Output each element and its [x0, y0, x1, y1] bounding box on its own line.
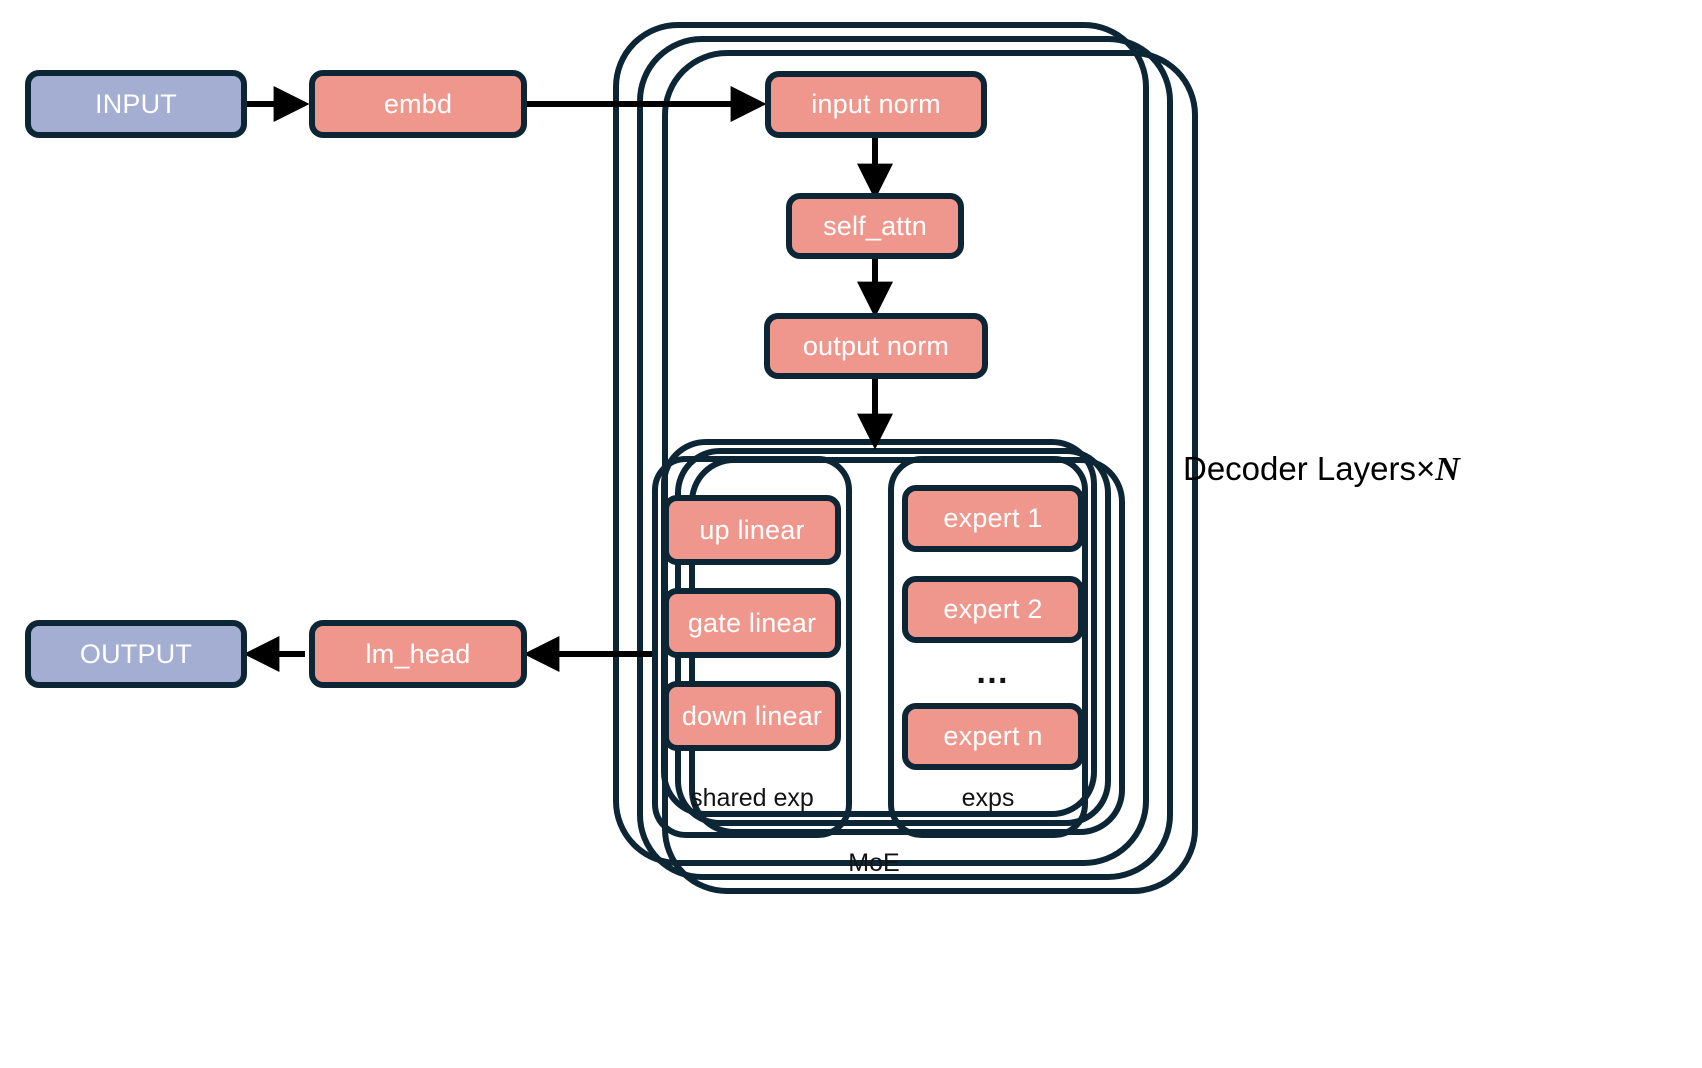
node-down-linear-label: down linear — [681, 700, 823, 731]
decoder-layers-caption-text: Decoder Layers× — [1183, 450, 1436, 487]
node-expert-1-label: expert 1 — [943, 503, 1043, 533]
node-input-norm[interactable]: input norm — [765, 71, 987, 138]
node-self-attn-label: self_attn — [823, 210, 927, 241]
exps-label: exps — [888, 786, 1088, 811]
node-expert-1[interactable]: expert 1 — [902, 485, 1084, 552]
node-expert-2-label: expert 2 — [943, 594, 1043, 624]
node-embd[interactable]: embd — [309, 70, 527, 138]
node-lm-head[interactable]: lm_head — [309, 620, 527, 688]
decoder-layers-stack — [613, 22, 1198, 894]
node-down-linear[interactable]: down linear — [663, 681, 841, 751]
node-up-linear[interactable]: up linear — [663, 495, 841, 565]
node-embd-label: embd — [383, 88, 453, 119]
node-gate-linear-label: gate linear — [687, 607, 817, 638]
node-output-norm[interactable]: output norm — [764, 313, 988, 379]
node-expert-n[interactable]: expert n — [902, 703, 1084, 770]
node-output[interactable]: OUTPUT — [25, 620, 247, 688]
decoder-layer-box-back1 — [637, 36, 1173, 880]
exps-label-text: exps — [961, 784, 1015, 812]
node-self-attn[interactable]: self_attn — [786, 193, 964, 259]
node-up-linear-label: up linear — [699, 514, 805, 545]
node-input-norm-label: input norm — [811, 89, 941, 119]
node-output-norm-label: output norm — [802, 330, 950, 361]
node-input-label: INPUT — [95, 88, 177, 119]
node-gate-linear[interactable]: gate linear — [663, 588, 841, 658]
expert-ellipsis-glyph: … — [975, 653, 1011, 691]
moe-label-text: MoE — [848, 849, 900, 877]
moe-label: MoE — [774, 851, 974, 876]
decoder-layers-count-n: N — [1435, 451, 1460, 488]
shared-exp-group — [652, 456, 852, 838]
decoder-layer-box-front — [613, 22, 1149, 866]
node-output-label: OUTPUT — [79, 638, 193, 669]
connector-arrows — [243, 86, 893, 672]
node-expert-n-label: expert n — [943, 721, 1043, 751]
shared-exp-label-text: shared exp — [690, 784, 814, 812]
node-expert-2[interactable]: expert 2 — [902, 576, 1084, 643]
shared-exp-label: shared exp — [652, 786, 852, 811]
decoder-layers-caption: Decoder Layers×N — [1183, 452, 1460, 487]
node-lm-head-label: lm_head — [365, 638, 471, 669]
node-input[interactable]: INPUT — [25, 70, 247, 138]
expert-ellipsis: … — [975, 655, 1011, 689]
exps-group — [888, 456, 1088, 838]
